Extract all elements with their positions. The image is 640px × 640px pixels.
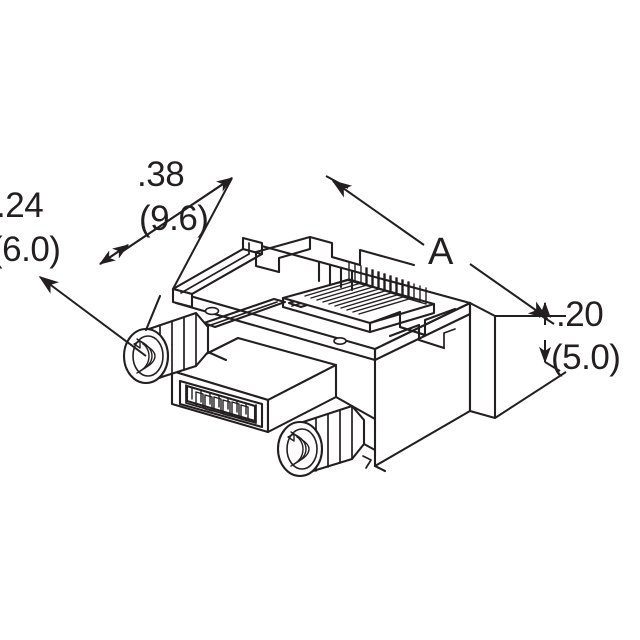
left-rail <box>171 236 264 309</box>
dim-label-060-metric: (6.0) <box>0 230 61 269</box>
dim-label-096-metric: (9.6) <box>139 199 209 238</box>
pcb-contact-pins <box>281 260 436 334</box>
right-jackscrew <box>276 404 366 478</box>
right-step-wall <box>368 307 457 350</box>
dim-label-020-inch: .20 <box>556 295 604 334</box>
lower-body-edges <box>144 294 387 473</box>
dim-020-vertical <box>494 301 567 419</box>
dim-label-length-A: A <box>428 231 453 273</box>
dim-038-leader <box>99 177 233 290</box>
dim-024-leader <box>38 276 147 357</box>
dim-label-024-inch: .24 <box>0 186 44 225</box>
dim-label-050-metric: (5.0) <box>551 338 621 377</box>
dim-label-038-inch: .38 <box>137 155 185 194</box>
